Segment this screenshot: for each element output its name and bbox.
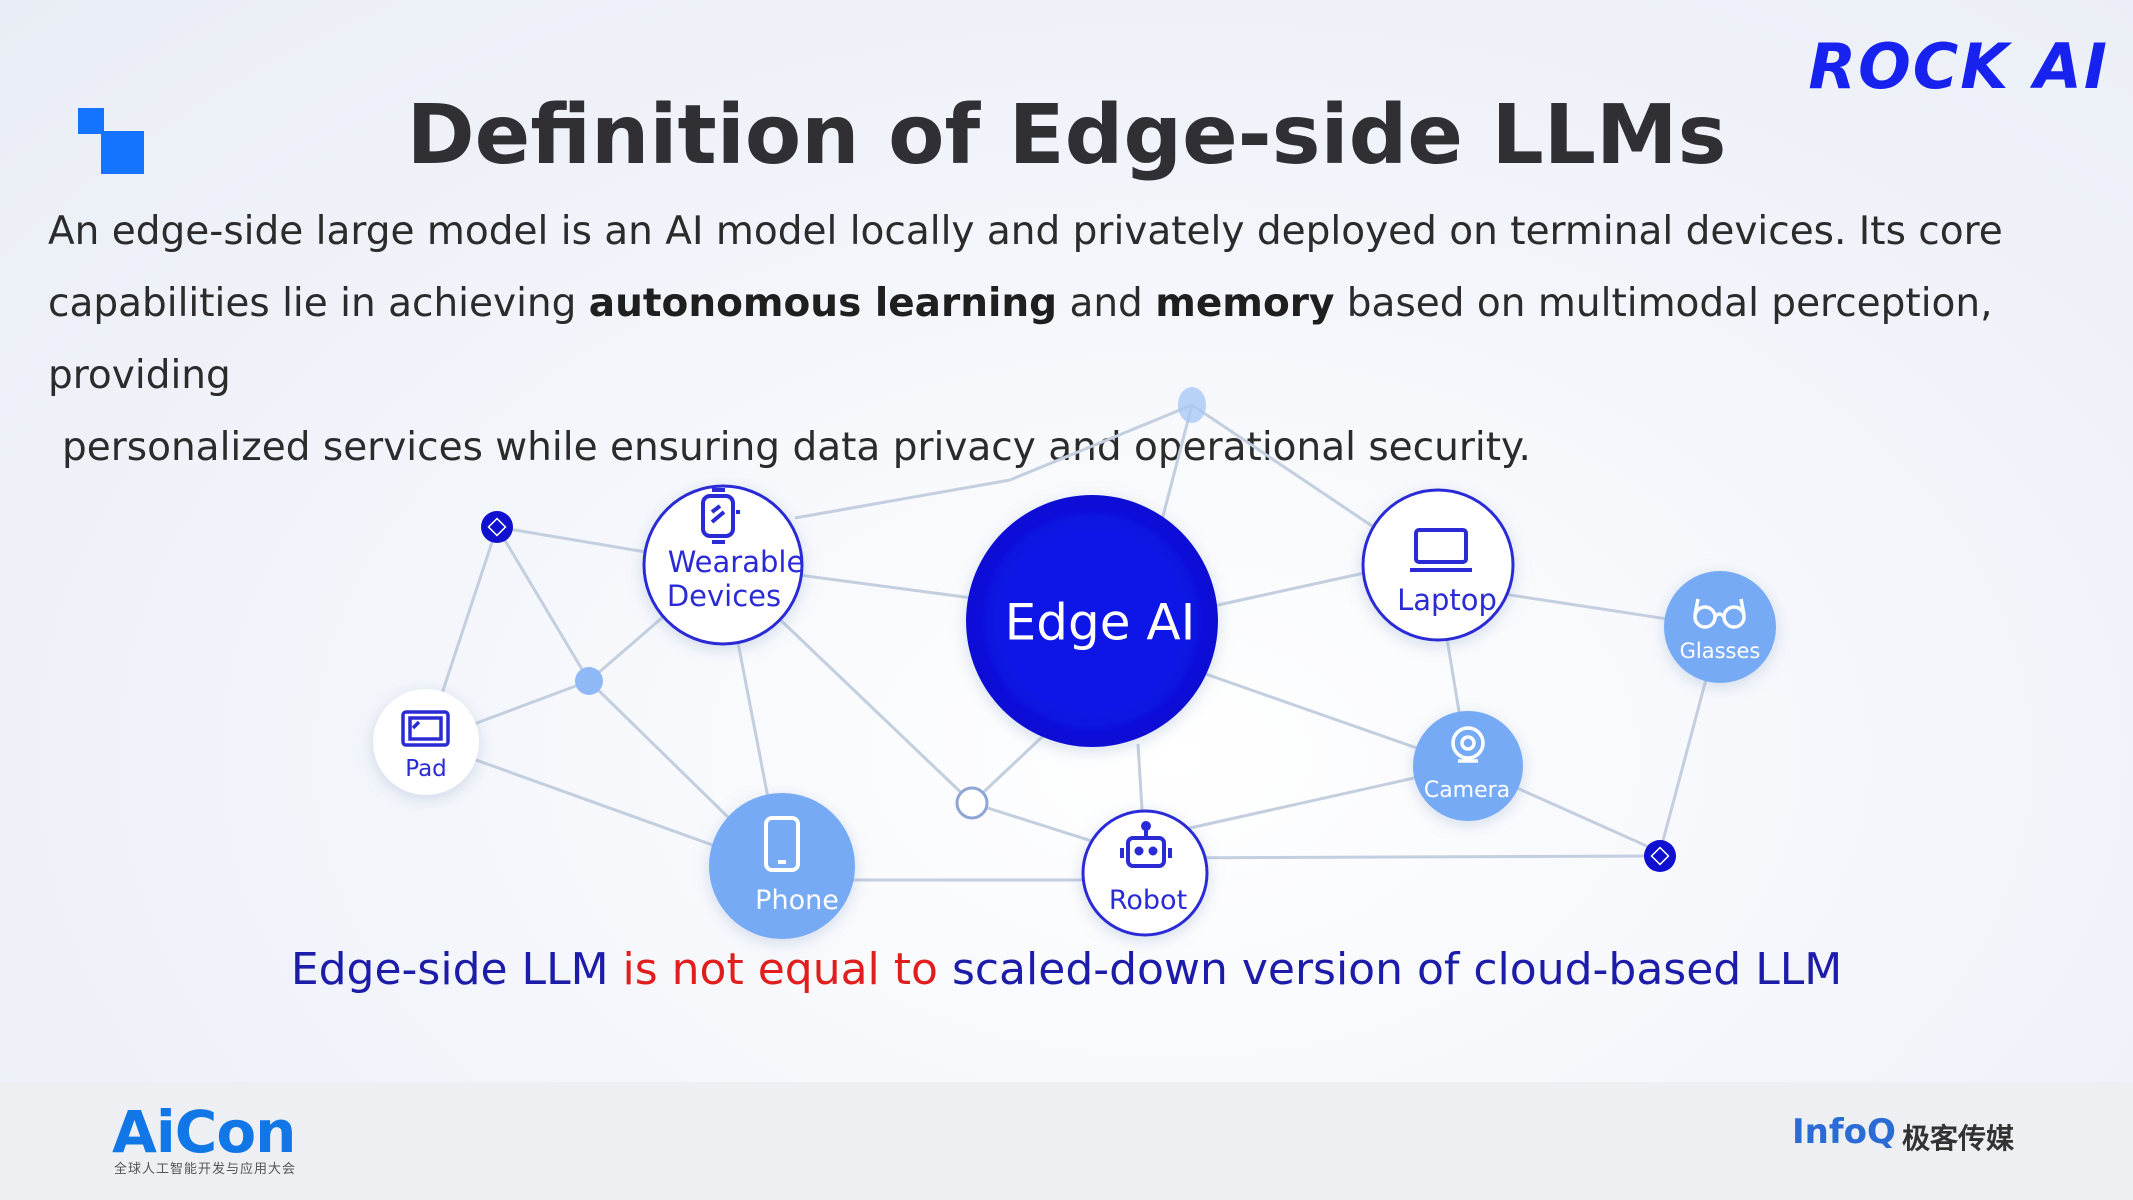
camera-node: Camera bbox=[1413, 711, 1523, 821]
tagline: Edge-side LLM is not equal to scaled-dow… bbox=[0, 944, 2133, 995]
glasses-label: Glasses bbox=[1680, 639, 1761, 663]
edge-ai-node bbox=[966, 495, 1218, 747]
intro-line-2: capabilities lie in achieving autonomous… bbox=[48, 268, 2098, 412]
corner-logo-icon bbox=[78, 108, 144, 174]
pad-label: Pad bbox=[405, 756, 447, 782]
aicon-subtitle: 全球人工智能开发与应用大会 bbox=[114, 1162, 297, 1177]
wearable-label-line1: Wearable bbox=[668, 545, 805, 579]
network-dot bbox=[1178, 387, 1206, 423]
glasses-icon bbox=[1693, 598, 1746, 629]
tagline-part-3: scaled-down version of cloud-based LLM bbox=[937, 944, 1843, 995]
network-dot bbox=[1644, 840, 1676, 872]
network-dot bbox=[955, 786, 989, 820]
robot-label: Robot bbox=[1109, 885, 1187, 916]
tagline-part-1: Edge-side LLM bbox=[290, 944, 623, 995]
intro-bold-autonomous-learning: autonomous learning bbox=[588, 281, 1058, 326]
intro-text: and bbox=[1057, 281, 1156, 326]
wearable-devices-node: Wearable Devices bbox=[642, 484, 805, 646]
smartwatch-icon bbox=[701, 488, 740, 544]
pad-node: Pad bbox=[373, 689, 479, 795]
intro-paragraph: An edge-side large model is an AI model … bbox=[48, 196, 2098, 484]
phone-node: Phone bbox=[709, 793, 855, 939]
infoq-chinese-name: 极客传媒 bbox=[1902, 1122, 2015, 1155]
tablet-icon bbox=[401, 710, 450, 747]
rock-ai-logo: ROCK AI bbox=[1808, 30, 2109, 103]
phone-label: Phone bbox=[755, 885, 839, 916]
network-dot bbox=[481, 511, 513, 543]
webcam-icon bbox=[1451, 726, 1485, 763]
camera-label: Camera bbox=[1424, 778, 1510, 803]
robot-node: Robot bbox=[1081, 809, 1209, 937]
edge-ai-label: Edge AI bbox=[1005, 594, 1196, 652]
intro-text: based on multimodal perception, providin… bbox=[48, 281, 1993, 398]
intro-line-1: An edge-side large model is an AI model … bbox=[48, 209, 2003, 254]
glasses-node: Glasses bbox=[1664, 571, 1776, 683]
wearable-label-line2: Devices bbox=[667, 579, 781, 613]
tagline-not-equal: is not equal to bbox=[622, 944, 938, 995]
footer-bar bbox=[0, 1082, 2133, 1200]
network-dot bbox=[575, 667, 603, 695]
laptop-label: Laptop bbox=[1397, 583, 1497, 617]
intro-bold-memory: memory bbox=[1155, 281, 1335, 326]
laptop-icon bbox=[1410, 528, 1472, 572]
infoq-logo: InfoQ bbox=[1792, 1112, 1896, 1152]
edge-ai-network-diagram: Edge AI Wearable Devices Laptop bbox=[373, 387, 1776, 939]
robot-icon bbox=[1120, 821, 1172, 868]
aicon-logo: AiCon bbox=[112, 1098, 296, 1166]
slide-title: Definition of Edge-side LLMs bbox=[406, 88, 1727, 183]
intro-line-3: personalized services while ensuring dat… bbox=[62, 425, 1531, 470]
smartphone-icon bbox=[764, 816, 800, 872]
laptop-node: Laptop bbox=[1361, 488, 1515, 642]
intro-text: capabilities lie in achieving bbox=[48, 281, 589, 326]
